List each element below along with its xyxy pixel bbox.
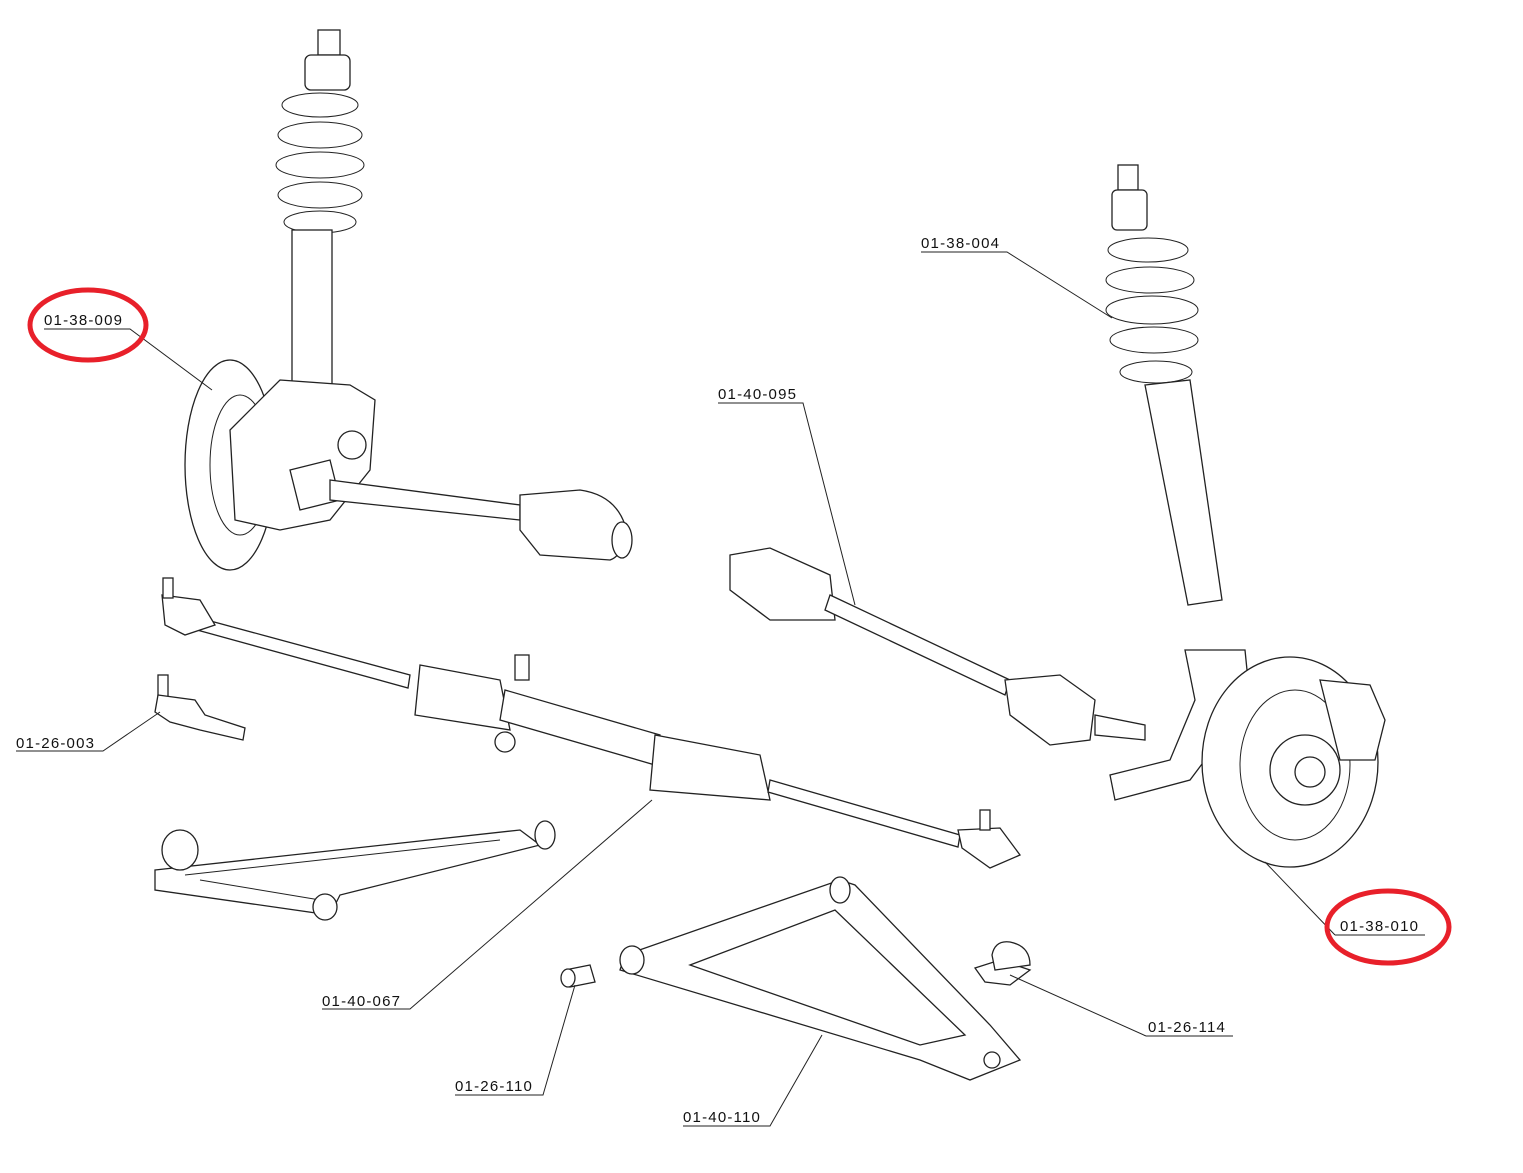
ball-joint [973, 941, 1032, 986]
callout-01-40-067[interactable]: 01-40-067 [322, 993, 401, 1010]
highlight-circle-01-38-010 [1324, 888, 1452, 966]
highlight-circle-01-38-009 [27, 287, 149, 363]
callout-01-38-004[interactable]: 01-38-004 [921, 235, 1000, 252]
control-arm-left [154, 820, 556, 921]
drive-shaft-right [729, 547, 1146, 746]
steering-rack-assembly [161, 577, 1022, 869]
right-knuckle-assembly [1109, 649, 1386, 868]
tie-rod-end [154, 674, 246, 741]
callout-01-40-110[interactable]: 01-40-110 [683, 1109, 761, 1126]
left-strut-assembly [184, 29, 633, 571]
callout-01-26-114[interactable]: 01-26-114 [1148, 1019, 1226, 1036]
callout-01-26-003[interactable]: 01-26-003 [16, 735, 95, 752]
lower-control-arm [619, 876, 1022, 1081]
leader-lines [16, 251, 1425, 1127]
right-strut-assembly [1105, 164, 1223, 606]
callout-01-40-095[interactable]: 01-40-095 [718, 386, 797, 403]
callout-01-26-110[interactable]: 01-26-110 [455, 1078, 533, 1095]
callout-01-38-010[interactable]: 01-38-010 [1340, 918, 1419, 935]
bushing [560, 964, 596, 988]
callout-01-38-009[interactable]: 01-38-009 [44, 312, 123, 329]
